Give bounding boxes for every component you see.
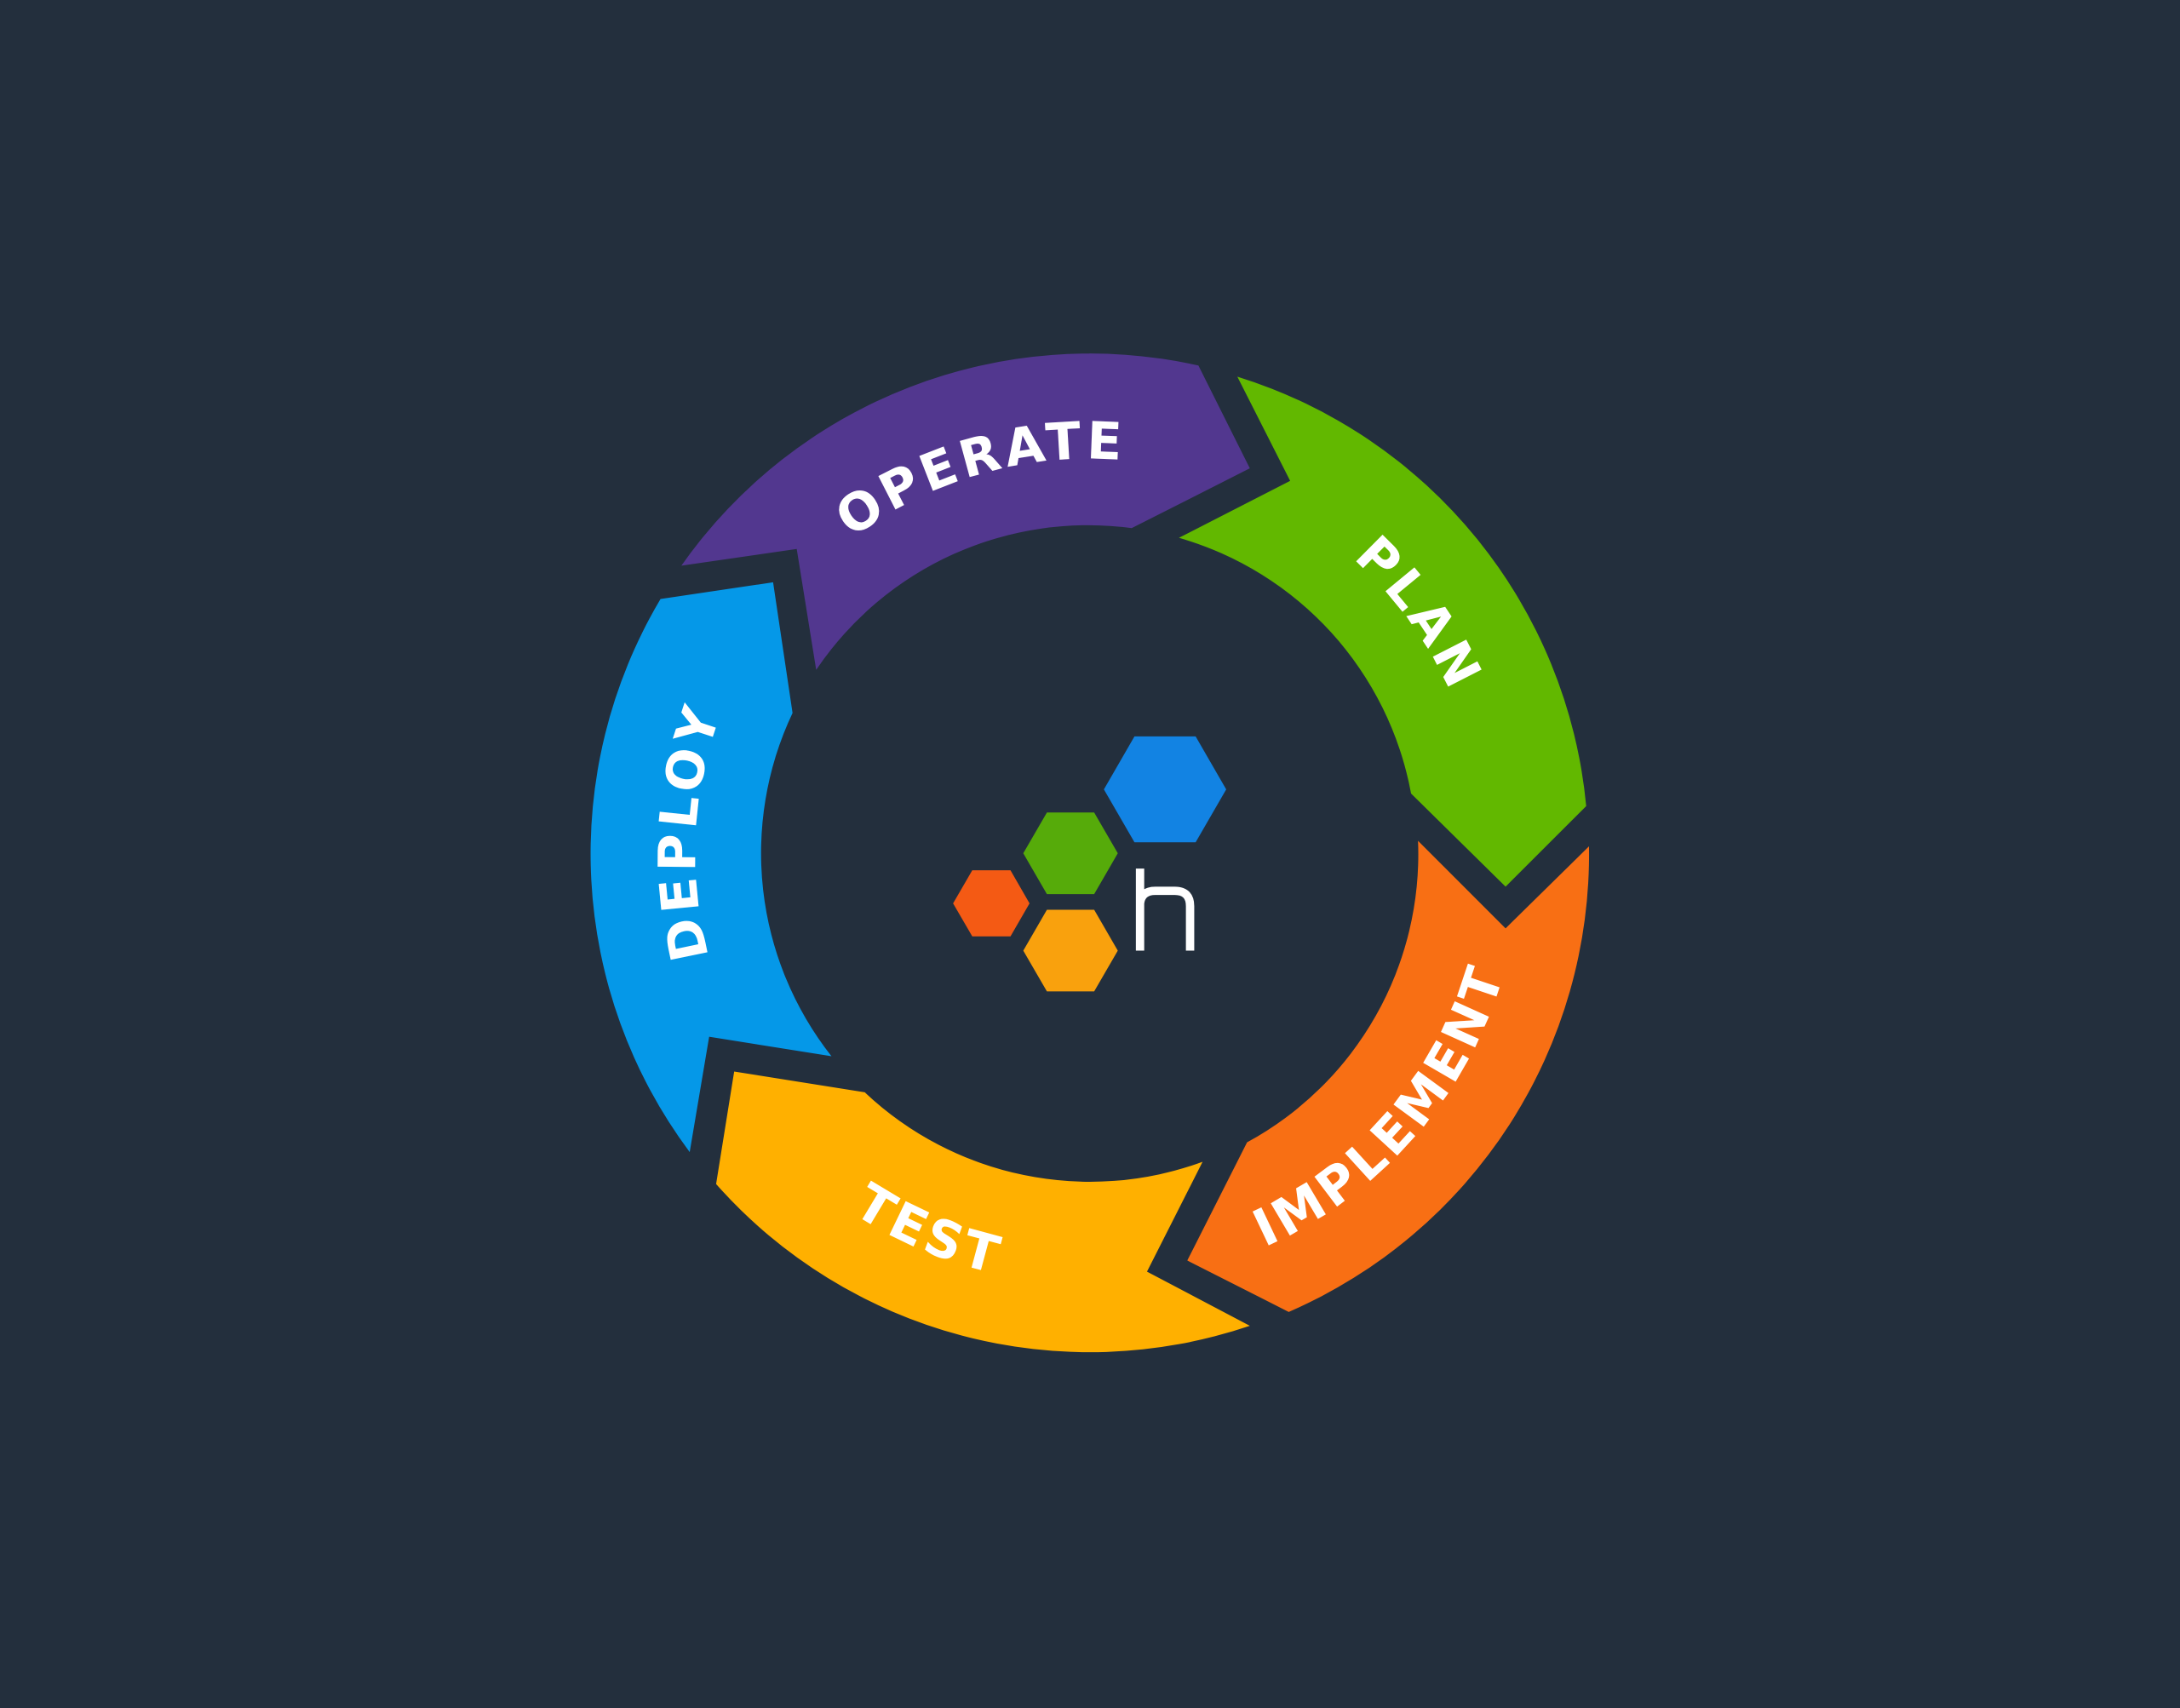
logo-hex-blue	[1104, 736, 1226, 843]
segment-implement	[1187, 840, 1590, 1312]
segment-operate	[681, 353, 1250, 670]
logo	[953, 736, 1226, 992]
segment-deploy	[590, 582, 832, 1153]
segment-test	[715, 1071, 1250, 1353]
segment-plan	[1179, 376, 1586, 887]
logo-hex-amber	[1023, 909, 1118, 992]
logo-hex-green	[1023, 812, 1118, 895]
logo-letter-h	[1135, 868, 1195, 951]
logo-hex-red	[953, 870, 1030, 937]
